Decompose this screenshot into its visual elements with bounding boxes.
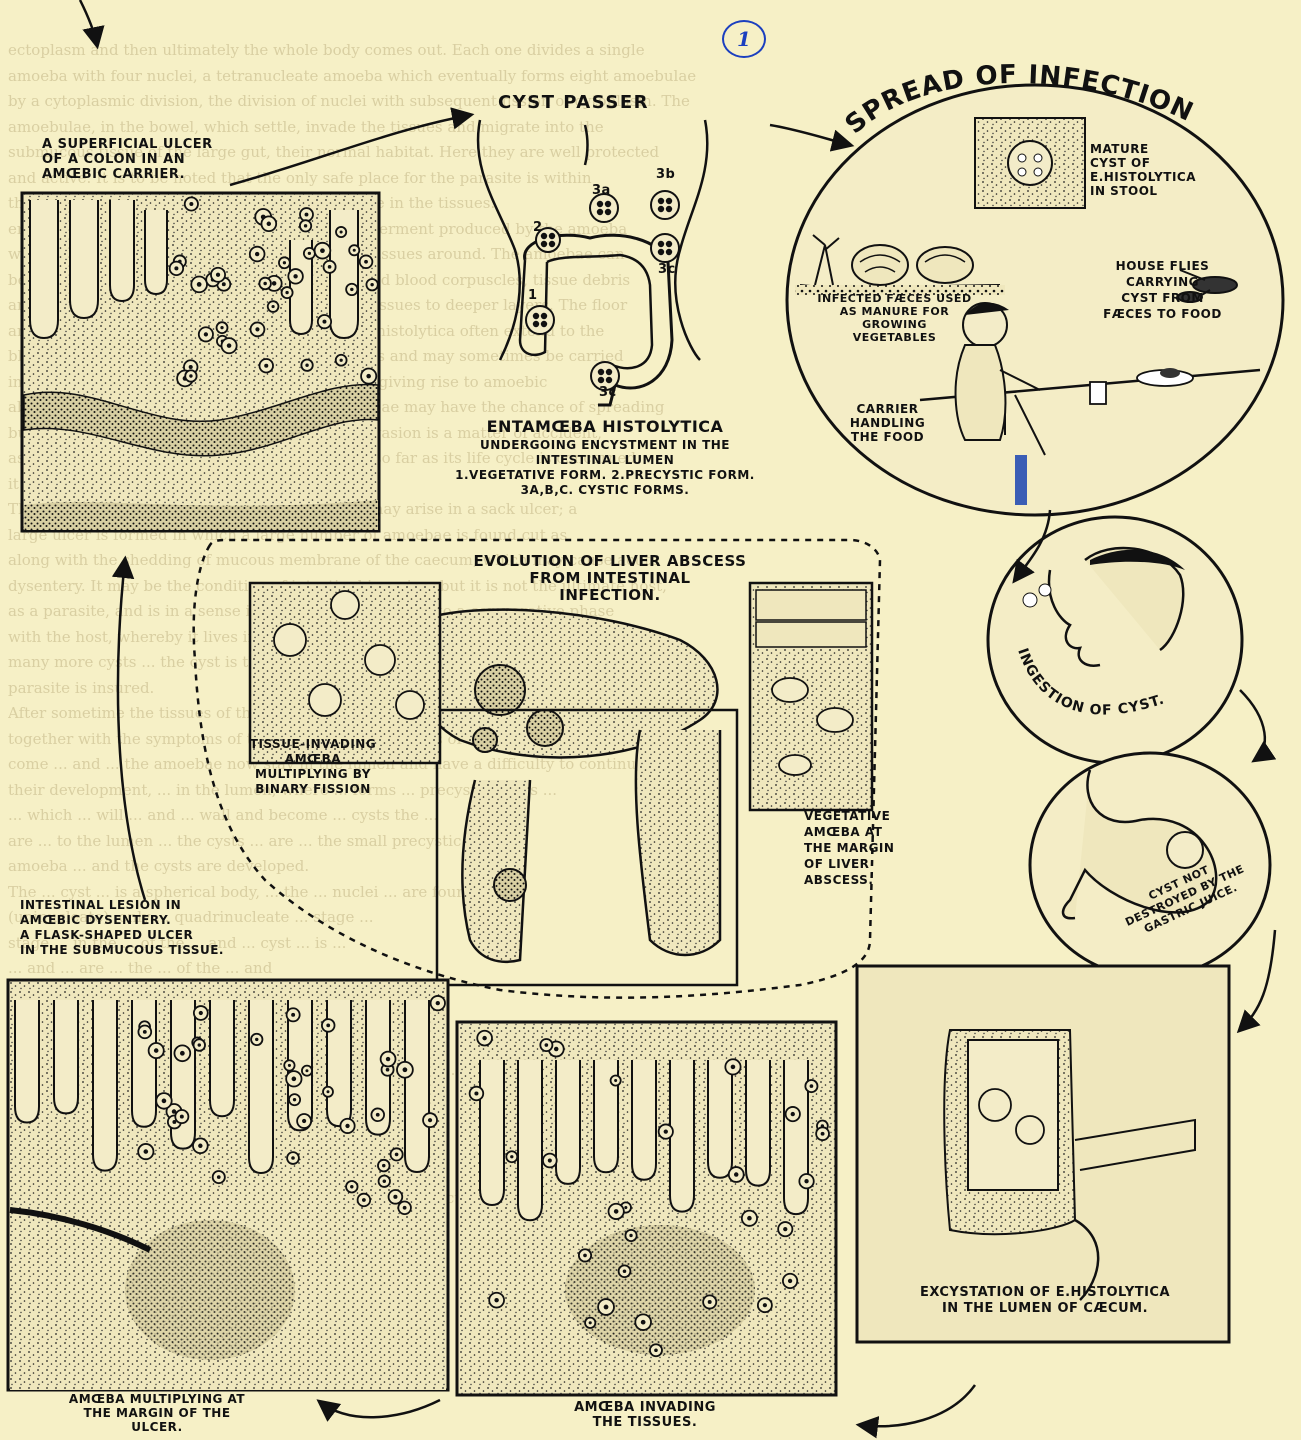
form-3c-upper-label: 3c bbox=[658, 262, 676, 277]
mature-cyst-label: MATURE CYST OF E.HISTOLYTICA IN STOOL bbox=[1090, 142, 1196, 198]
form-1-label: 1 bbox=[528, 288, 538, 303]
entamoeba-title: ENTAMŒBA HISTOLYTICA bbox=[440, 418, 770, 436]
intestinal-lesion-panel bbox=[8, 980, 448, 1390]
encystment-cells bbox=[526, 191, 679, 390]
entamoeba-caption: UNDERGOING ENCYSTMENT IN THE INTESTINAL … bbox=[400, 438, 810, 498]
form-3c-lower-label: 3c bbox=[599, 385, 617, 400]
house-flies-label: HOUSE FLIES CARRYING CYST FROM FÆCES TO … bbox=[1080, 258, 1245, 322]
excystation-label: EXCYSTATION OF E.HISTOLYTICA IN THE LUME… bbox=[870, 1285, 1220, 1317]
invading-tissues-panel bbox=[457, 1022, 836, 1395]
form-3b-label: 3b bbox=[656, 167, 675, 182]
form-3a-label: 3a bbox=[592, 183, 611, 198]
liver-abscess-title: EVOLUTION OF LIVER ABSCESS FROM INTESTIN… bbox=[400, 553, 820, 604]
form-2-label: 2 bbox=[533, 220, 543, 235]
carrier-handling-label: CARRIER HANDLING THE FOOD bbox=[830, 402, 945, 444]
tissue-invading-label: TISSUE-INVADING AMŒBA MULTIPLYING BY BIN… bbox=[213, 737, 413, 797]
infected-faeces-label: INFECTED FÆCES USED AS MANURE FOR GROWIN… bbox=[787, 292, 1002, 344]
amoeba-invading-label: AMŒBA INVADING THE TISSUES. bbox=[530, 1400, 760, 1430]
superficial-ulcer-panel bbox=[22, 193, 379, 531]
vegetative-margin-label: VEGETATIVE AMŒBA AT THE MARGIN OF LIVER … bbox=[804, 808, 894, 888]
superficial-ulcer-label: A SUPERFICIAL ULCER OF A COLON IN AN AMŒ… bbox=[42, 137, 213, 182]
ingestion-circle bbox=[988, 517, 1242, 763]
intestinal-lesion-label: INTESTINAL LESION IN AMŒBIC DYSENTERY. A… bbox=[20, 898, 224, 958]
multiplying-margin-label: AMŒBA MULTIPLYING AT THE MARGIN OF THE U… bbox=[22, 1392, 292, 1434]
cyst-passer-label: CYST PASSER bbox=[498, 93, 649, 113]
